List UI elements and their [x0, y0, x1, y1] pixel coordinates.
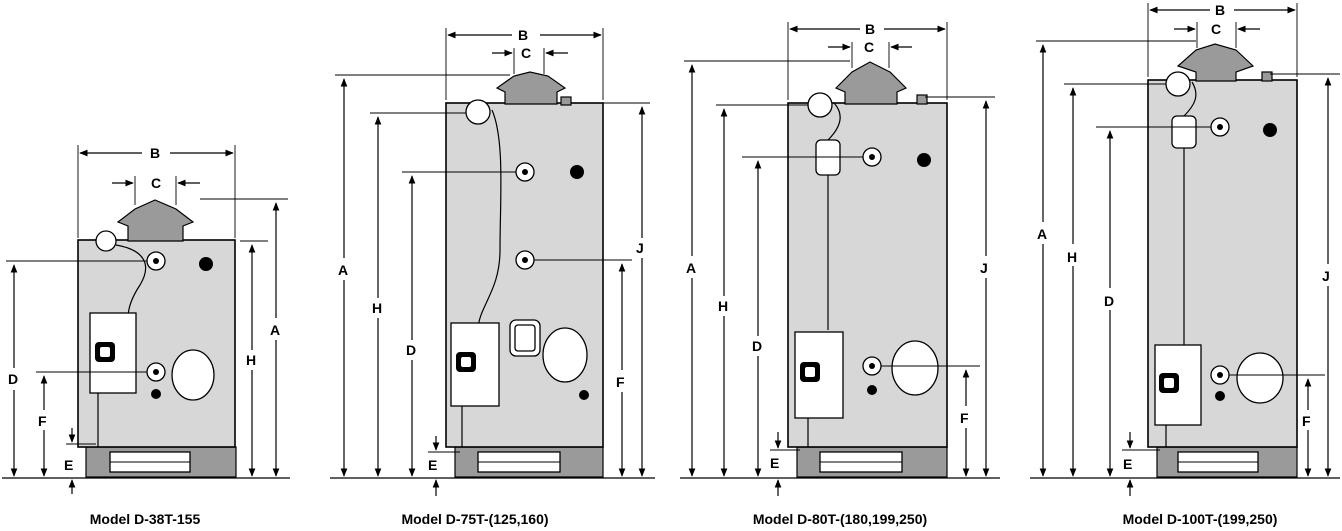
model-d80t-diagram: B C A H D J F E Model D-80T-(180,199,250…: [680, 21, 1000, 527]
dim-label-h: H: [1067, 249, 1077, 265]
dim-label-f: F: [960, 410, 969, 426]
thermostat-knob: [1165, 71, 1191, 97]
dim-label-d: D: [1104, 293, 1114, 309]
dim-label-a: A: [338, 262, 348, 278]
dim-label-c: C: [151, 175, 161, 191]
dim-label-b: B: [1215, 2, 1225, 18]
dim-label-c: C: [521, 45, 531, 61]
tank-base: [1156, 446, 1298, 478]
inspection-window: [171, 349, 215, 401]
relief-valve: [199, 257, 213, 271]
dim-label-e: E: [770, 455, 779, 471]
dim-label-a: A: [270, 322, 280, 338]
dim-label-f: F: [38, 413, 47, 429]
tank-base: [796, 446, 948, 478]
draft-hood: [834, 61, 908, 105]
drain-valve: [151, 389, 161, 399]
dim-label-j: J: [1322, 268, 1330, 284]
thermostat-knob: [465, 99, 491, 125]
dim-label-e: E: [428, 457, 437, 473]
model-title: Model D-100T-(199,250): [1123, 511, 1278, 527]
inspection-window: [1236, 352, 1284, 404]
drain-valve: [1215, 391, 1225, 401]
dim-label-e: E: [64, 457, 73, 473]
dim-label-j: J: [636, 240, 644, 256]
control-wire: [115, 244, 147, 319]
dim-label-d: D: [752, 338, 762, 354]
dim-label-h: H: [718, 298, 728, 314]
dim-label-f: F: [1302, 413, 1311, 429]
model-title: Model D-75T-(125,160): [401, 511, 548, 527]
dim-label-b: B: [150, 145, 160, 161]
relief-valve: [1263, 123, 1277, 137]
pilot-assembly: [1171, 115, 1197, 149]
thermostat-knob: [95, 230, 117, 252]
model-d100t-diagram: B C A H D J F E Model D-100T-(199,250): [1030, 2, 1340, 527]
dim-label-f: F: [616, 374, 625, 390]
tank-base: [454, 446, 604, 478]
control-wire: [477, 109, 502, 329]
model-d38t-diagram: B C A H D F E Model D-38T-155: [2, 145, 290, 527]
dim-label-j: J: [980, 260, 988, 276]
model-d75t-diagram: B C A H D J F E Model D-75T-(125,160): [330, 27, 655, 527]
dim-label-h: H: [246, 352, 256, 368]
dim-label-a: A: [686, 260, 696, 276]
thermostat-knob: [807, 92, 833, 118]
model-title: Model D-80T-(180,199,250): [753, 511, 927, 527]
pilot-assembly: [815, 139, 841, 176]
tank-base: [85, 446, 237, 478]
dim-label-a: A: [1037, 226, 1047, 242]
relief-valve: [570, 165, 584, 179]
dim-label-b: B: [518, 27, 528, 43]
inspection-window: [891, 340, 939, 396]
draft-hood: [495, 71, 567, 105]
model-title: Model D-38T-155: [90, 511, 201, 527]
dim-label-c: C: [1211, 21, 1221, 37]
dim-label-c: C: [864, 39, 874, 55]
dim-label-d: D: [406, 342, 416, 358]
drain-valve: [867, 385, 877, 395]
dim-label-d: D: [8, 371, 18, 387]
draft-hood: [1176, 43, 1255, 82]
draft-hood: [116, 199, 195, 242]
inspection-window: [542, 327, 588, 383]
dim-label-b: B: [865, 21, 875, 37]
dim-label-e: E: [1123, 456, 1132, 472]
dim-label-h: H: [372, 300, 382, 316]
relief-valve: [917, 153, 931, 167]
drain-valve: [579, 390, 589, 400]
